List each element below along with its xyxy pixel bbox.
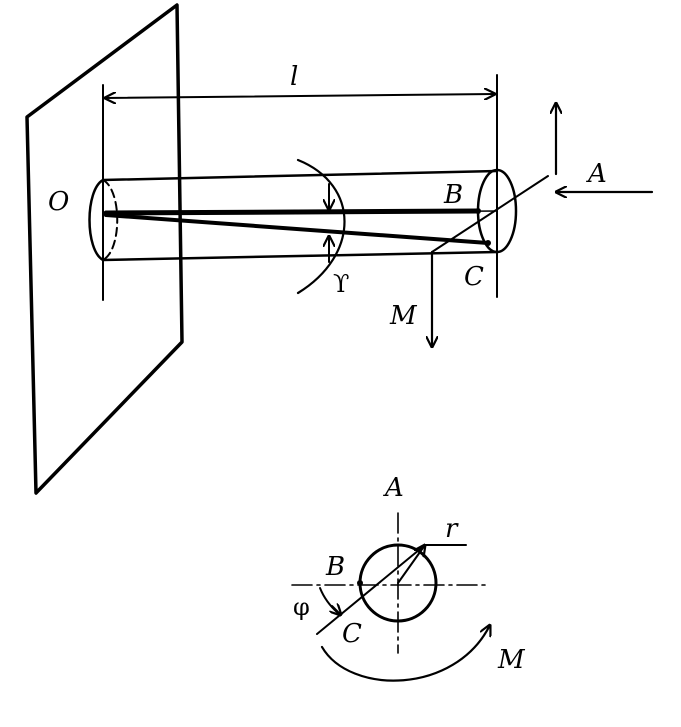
section-c-label: C	[342, 619, 362, 649]
length-label: l	[290, 62, 298, 92]
point-c-dot	[485, 240, 491, 246]
section-b-label: B	[325, 552, 345, 582]
phi-arrow	[332, 606, 341, 615]
generator-ob	[103, 208, 481, 216]
force-a-label: A	[586, 159, 607, 189]
section-b-dot	[357, 580, 363, 586]
section-moment-label: M	[497, 645, 526, 675]
section-moment-arc	[320, 625, 490, 682]
point-b-label: B	[443, 180, 463, 210]
gamma-arc	[296, 158, 346, 295]
shaft-left-end-hidden	[102, 179, 119, 261]
shaft-left-end	[88, 178, 105, 262]
generator-oc	[104, 213, 490, 245]
moment-m-label: M	[389, 301, 418, 331]
section-a-label: A	[383, 473, 404, 503]
radius-label: r	[445, 514, 459, 544]
dim-line-l	[105, 94, 495, 98]
lever-arm	[431, 175, 549, 253]
point-b-dot	[475, 208, 481, 214]
wall-plane	[25, 3, 184, 495]
gamma-label: ϒ	[333, 270, 349, 298]
section-lever	[316, 544, 426, 635]
radius-line	[397, 545, 425, 584]
origin-label: O	[48, 187, 69, 217]
shaft-top-edge	[101, 169, 499, 182]
point-c-label: C	[464, 262, 484, 292]
shaft-bottom-edge	[101, 250, 499, 262]
phi-label: φ	[293, 593, 310, 621]
